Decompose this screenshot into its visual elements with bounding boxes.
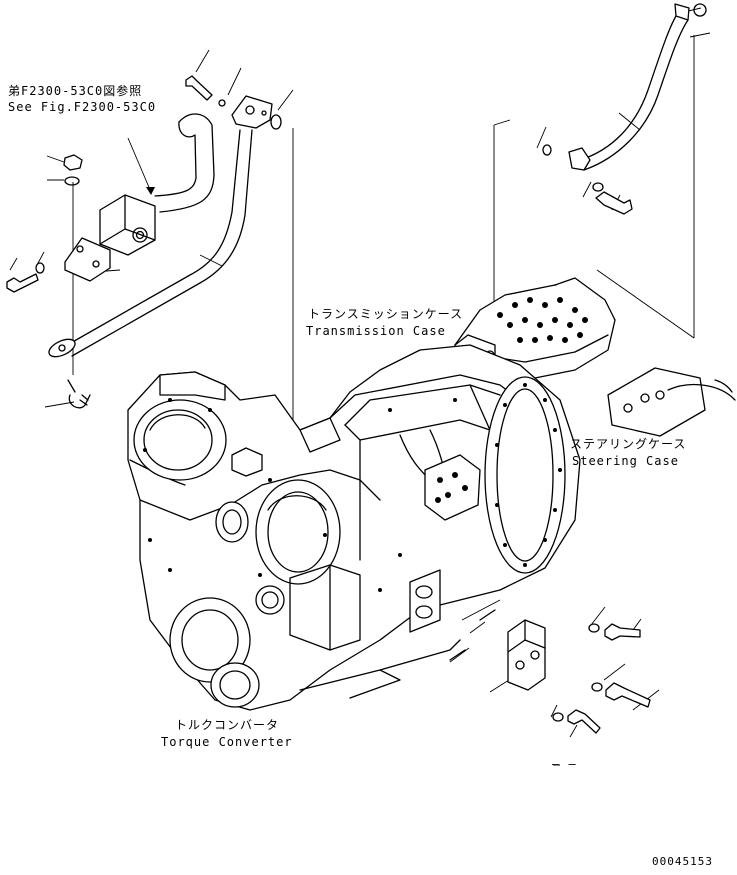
dash-mark: – – (552, 757, 577, 771)
torque-converter-label-en: Torque Converter (161, 735, 293, 749)
control-valve-assembly (454, 3, 707, 381)
steering-case (607, 367, 736, 437)
reference-note-jp: 弟F2300-53C0図参照 (8, 84, 143, 98)
torque-converter-label-jp: トルクコンバータ (175, 718, 280, 732)
transmission-case-label-jp: トランスミッションケース (308, 307, 464, 321)
steering-case-label-en: Steering Case (572, 454, 679, 468)
transmission-case-label-en: Transmission Case (306, 324, 446, 338)
oil-pipe-assembly (6, 75, 282, 409)
steering-case-label-jp: ステアリングケース (570, 437, 687, 451)
transmission-body (127, 344, 581, 711)
reference-note-en: See Fig.F2300-53C0 (8, 100, 157, 114)
drawing-number: 00045153 (652, 855, 713, 868)
mounting-bracket (449, 609, 651, 734)
